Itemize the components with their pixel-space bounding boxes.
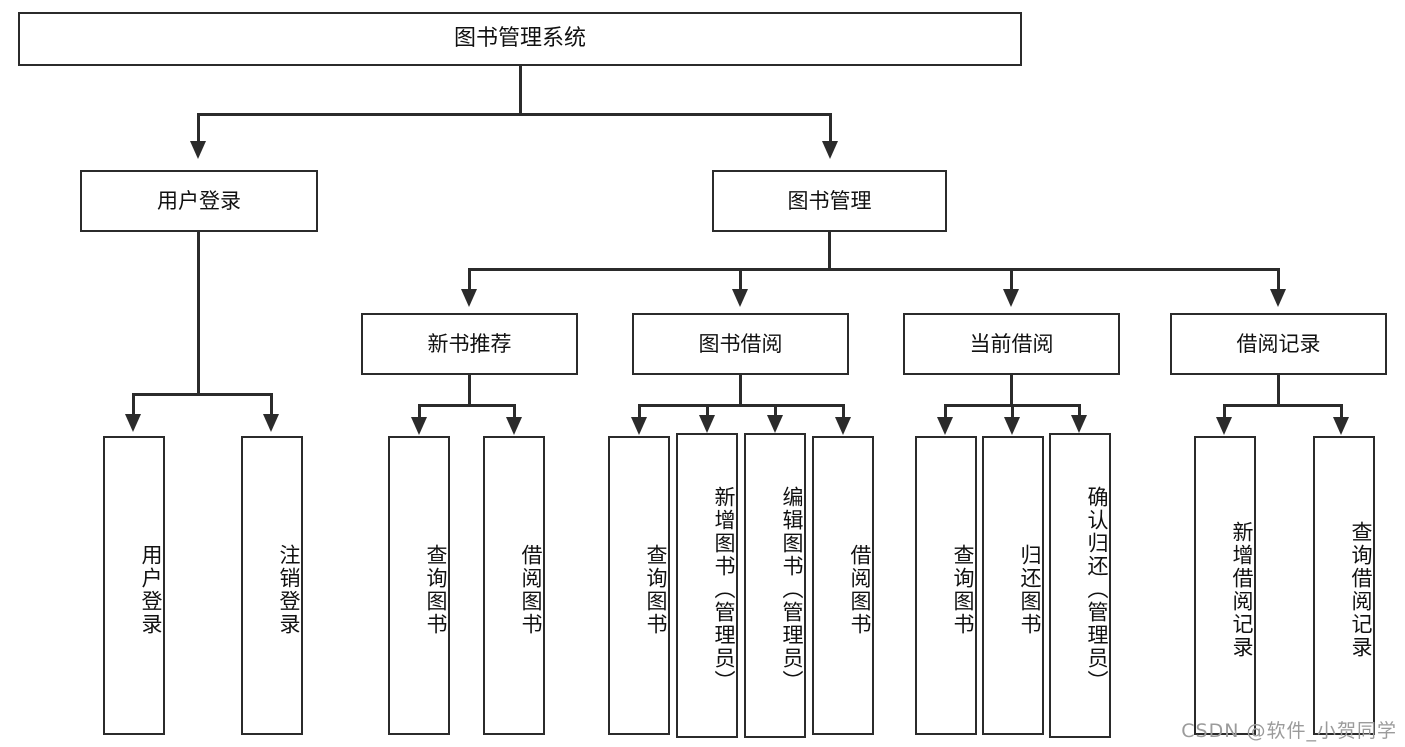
node-root-system[interactable]: 图书管理系统 xyxy=(18,12,1022,66)
connector-bm-drop-2 xyxy=(739,268,742,290)
connector-cb-drop-3 xyxy=(1078,404,1081,418)
leaf-new-book-borrow[interactable]: 借阅图书 xyxy=(483,436,545,735)
node-user-login[interactable]: 用户登录 xyxy=(80,170,318,232)
connector-cb-drop-2 xyxy=(1011,404,1014,418)
connector-br-drop-2 xyxy=(1340,404,1343,418)
arrowhead-to-book-manage xyxy=(822,141,838,159)
arrowhead-user-login-leaf-1 xyxy=(125,414,141,432)
connector-root-stem xyxy=(519,66,522,115)
arrowhead-bb-leaf-3 xyxy=(767,415,783,433)
leaf-book-borrow-edit[interactable]: 编辑图书（管理员） xyxy=(744,433,806,738)
connector-root-drop-2 xyxy=(829,113,832,143)
leaf-new-book-query[interactable]: 查询图书 xyxy=(388,436,450,735)
leaf-borrow-record-query[interactable]: 查询借阅记录 xyxy=(1313,436,1375,735)
node-book-management[interactable]: 图书管理 xyxy=(712,170,947,232)
arrowhead-bb-leaf-1 xyxy=(631,417,647,435)
leaf-book-borrow-query[interactable]: 查询图书 xyxy=(608,436,670,735)
connector-bb-drop-3 xyxy=(774,404,777,418)
arrowhead-nbr-leaf-2 xyxy=(506,417,522,435)
arrowhead-br-leaf-1 xyxy=(1216,417,1232,435)
connector-nbr-drop-1 xyxy=(418,404,421,418)
connector-nbr-drop-2 xyxy=(513,404,516,418)
arrowhead-to-book-borrow xyxy=(732,289,748,307)
leaf-current-borrow-query[interactable]: 查询图书 xyxy=(915,436,977,735)
leaf-book-borrow-borrow[interactable]: 借阅图书 xyxy=(812,436,874,735)
arrowhead-bb-leaf-2 xyxy=(699,415,715,433)
connector-br-stem xyxy=(1277,375,1280,406)
connector-book-manage-bus xyxy=(468,268,1280,271)
leaf-borrow-record-add[interactable]: 新增借阅记录 xyxy=(1194,436,1256,735)
connector-bm-drop-3 xyxy=(1010,268,1013,290)
connector-user-login-drop-2 xyxy=(270,393,273,415)
connector-bb-stem xyxy=(739,375,742,406)
connector-bb-drop-4 xyxy=(842,404,845,418)
node-book-borrow[interactable]: 图书借阅 xyxy=(632,313,849,375)
arrowhead-cb-leaf-1 xyxy=(937,417,953,435)
connector-user-login-drop-1 xyxy=(132,393,135,415)
connector-user-login-bus xyxy=(132,393,270,396)
leaf-book-borrow-add[interactable]: 新增图书（管理员） xyxy=(676,433,738,738)
connector-bb-drop-1 xyxy=(638,404,641,418)
leaf-user-login-login[interactable]: 用户登录 xyxy=(103,436,165,735)
connector-nbr-stem xyxy=(468,375,471,406)
node-current-borrow[interactable]: 当前借阅 xyxy=(903,313,1120,375)
node-borrow-record[interactable]: 借阅记录 xyxy=(1170,313,1387,375)
connector-cb-drop-1 xyxy=(944,404,947,418)
connector-br-bus xyxy=(1223,404,1343,407)
leaf-current-borrow-return[interactable]: 归还图书 xyxy=(982,436,1044,735)
connector-root-bus xyxy=(197,113,832,116)
leaf-current-borrow-confirm-return[interactable]: 确认归还（管理员） xyxy=(1049,433,1111,738)
connector-br-drop-1 xyxy=(1223,404,1226,418)
arrowhead-cb-leaf-3 xyxy=(1071,415,1087,433)
arrowhead-cb-leaf-2 xyxy=(1004,417,1020,435)
connector-book-manage-stem xyxy=(828,232,831,270)
connector-bb-drop-2 xyxy=(706,404,709,418)
leaf-user-login-logout[interactable]: 注销登录 xyxy=(241,436,303,735)
connector-bm-drop-1 xyxy=(468,268,471,290)
arrowhead-br-leaf-2 xyxy=(1333,417,1349,435)
connector-user-login-stem xyxy=(197,232,200,396)
arrowhead-to-new-book xyxy=(461,289,477,307)
arrowhead-to-current-borrow xyxy=(1003,289,1019,307)
csdn-watermark: CSDN @软件_小贺同学 xyxy=(1181,720,1397,742)
arrowhead-bb-leaf-4 xyxy=(835,417,851,435)
arrowhead-user-login-leaf-2 xyxy=(263,414,279,432)
connector-bm-drop-4 xyxy=(1277,268,1280,290)
arrowhead-to-user-login xyxy=(190,141,206,159)
arrowhead-to-borrow-record xyxy=(1270,289,1286,307)
connector-root-drop-1 xyxy=(197,113,200,143)
arrowhead-nbr-leaf-1 xyxy=(411,417,427,435)
node-new-book-recommend[interactable]: 新书推荐 xyxy=(361,313,578,375)
connector-nbr-bus xyxy=(418,404,516,407)
connector-bb-bus xyxy=(638,404,845,407)
connector-cb-stem xyxy=(1010,375,1013,406)
